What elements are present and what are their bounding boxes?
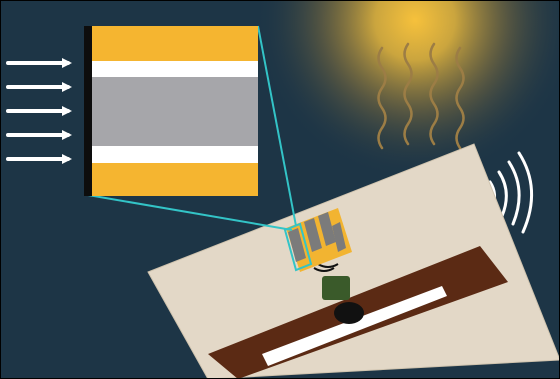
magnified-inset <box>84 26 258 196</box>
heat-wave-line <box>377 46 387 150</box>
heat-wave-icon <box>377 42 465 150</box>
chip-pad <box>332 222 346 252</box>
green-component <box>322 276 350 300</box>
heat-wave-line <box>455 46 465 150</box>
circuit-board <box>147 143 560 379</box>
signal-arc <box>497 170 508 218</box>
inset-white-top <box>88 61 258 77</box>
heat-wave-line <box>429 42 439 146</box>
heat-wave-line <box>403 42 413 146</box>
white-bar <box>262 286 447 366</box>
chip-pad <box>304 218 322 252</box>
airflow-arrows <box>6 58 72 164</box>
inset-white-bottom <box>88 146 258 163</box>
signal-arc <box>507 160 521 226</box>
signal-arc <box>517 151 533 234</box>
chip-pad <box>318 212 336 246</box>
zoom-lines <box>87 25 297 231</box>
inset-gray <box>88 77 258 146</box>
chip-connectors <box>313 263 339 272</box>
chip-pad <box>288 228 306 262</box>
zoom-line-bottom <box>87 194 293 231</box>
board-body <box>147 143 560 379</box>
black-component <box>334 302 364 324</box>
inset-gold-top <box>88 26 258 61</box>
zoom-line-top <box>257 25 297 227</box>
inset-left-edge <box>84 26 92 196</box>
inset-gold-bottom <box>88 163 258 196</box>
